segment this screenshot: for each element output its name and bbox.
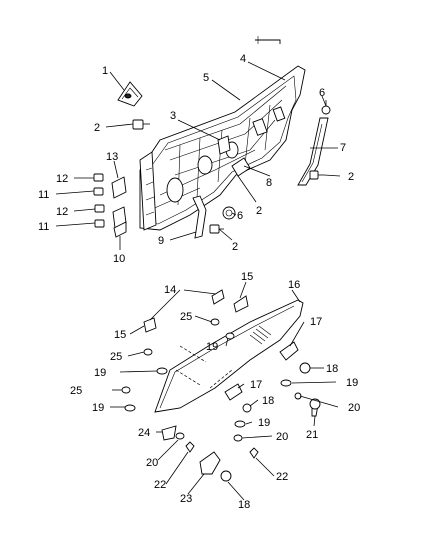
callout-11: 11 xyxy=(38,189,49,201)
callout-12: 12 xyxy=(56,206,68,218)
callout-14: 14 xyxy=(164,284,176,296)
callout-22: 22 xyxy=(276,471,288,483)
callout-12: 12 xyxy=(56,173,68,185)
fastener-part xyxy=(309,170,324,180)
door-glass xyxy=(154,299,304,413)
door-shell xyxy=(139,36,306,231)
callout-7: 7 xyxy=(340,142,346,154)
callout-19: 19 xyxy=(206,341,218,353)
hinge-part xyxy=(111,176,127,238)
callout-labels: 1 2 3 4 5 6 7 8 2 6 2 2 13 12 11 12 11 1… xyxy=(38,53,360,511)
callout-8: 8 xyxy=(266,177,272,189)
hinge-bolts xyxy=(93,173,105,228)
callout-3: 3 xyxy=(170,110,176,122)
callout-2: 2 xyxy=(232,241,238,253)
callout-22: 22 xyxy=(154,479,166,491)
callout-6: 6 xyxy=(319,87,325,99)
callout-23: 23 xyxy=(180,493,192,505)
callout-20: 20 xyxy=(146,457,158,469)
leader-lines xyxy=(55,61,341,501)
callout-4: 4 xyxy=(240,53,246,65)
bolt-part xyxy=(132,119,150,130)
callout-16: 16 xyxy=(288,279,300,291)
callout-18: 18 xyxy=(238,499,250,511)
callout-19: 19 xyxy=(92,402,104,414)
callout-15: 15 xyxy=(241,271,253,283)
callout-5: 5 xyxy=(203,72,209,84)
callout-19: 19 xyxy=(346,377,358,389)
callout-20: 20 xyxy=(348,402,360,414)
callout-24: 24 xyxy=(138,427,150,439)
callout-19: 19 xyxy=(94,367,106,379)
callout-25: 25 xyxy=(110,351,122,363)
callout-17: 17 xyxy=(310,316,322,328)
callout-17: 17 xyxy=(250,379,262,391)
callout-2: 2 xyxy=(256,205,262,217)
callout-15: 15 xyxy=(114,329,126,341)
callout-21: 21 xyxy=(306,429,318,441)
window-channel-part xyxy=(297,100,331,186)
callout-10: 10 xyxy=(113,253,125,265)
guide-rail-part xyxy=(192,195,207,239)
callout-18: 18 xyxy=(262,395,274,407)
grommet-part xyxy=(222,206,236,220)
callout-18: 18 xyxy=(326,363,338,375)
callout-1: 1 xyxy=(102,65,108,77)
callout-2: 2 xyxy=(94,122,100,134)
callout-19: 19 xyxy=(258,417,270,429)
callout-11: 11 xyxy=(38,221,49,233)
callout-20: 20 xyxy=(276,431,288,443)
latch-part xyxy=(217,135,231,155)
callout-25: 25 xyxy=(70,385,82,397)
callout-2: 2 xyxy=(348,171,354,183)
callout-9: 9 xyxy=(158,235,164,247)
callout-25: 25 xyxy=(180,311,192,323)
callout-13: 13 xyxy=(106,151,118,163)
callout-6: 6 xyxy=(237,210,243,222)
mirror-flag-part xyxy=(117,81,143,107)
